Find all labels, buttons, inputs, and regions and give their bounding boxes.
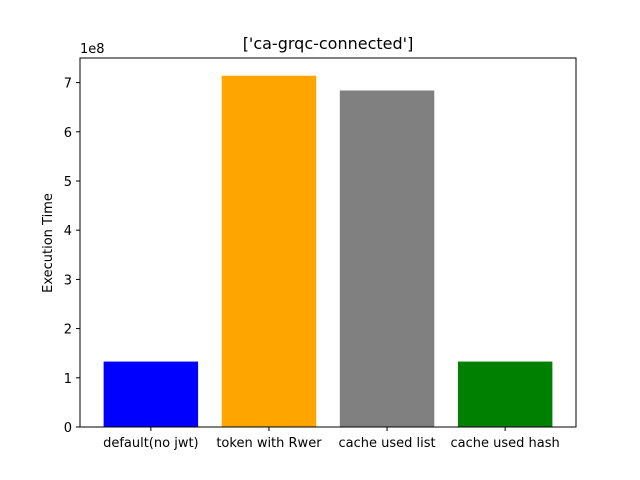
bar-1 [221,75,317,427]
x-tick-label-1: token with Rwer [216,436,322,451]
plot-frame [79,57,577,428]
y-tick-label-4: 4 [64,224,72,239]
chart-title: ['ca-grqc-connected'] [243,34,414,53]
y-tick-label-5: 5 [64,175,72,190]
bar-3 [457,361,553,427]
y-tick-label-0: 0 [64,421,72,436]
y-tick-label-1: 1 [64,372,72,387]
y-tick-label-7: 7 [64,77,72,92]
y-ticks-group: 0 1 2 3 4 5 6 7 [64,77,80,436]
bar-2 [339,90,435,428]
x-tick-label-0: default(no jwt) [103,436,199,451]
y-axis-label: Execution Time [41,193,56,293]
x-tick-label-3: cache used hash [451,436,560,451]
y-tick-label-3: 3 [64,273,72,288]
x-ticks-group: default(no jwt) token with Rwer cache used… [103,427,560,451]
x-tick-label-2: cache used list [338,436,435,451]
bar-0 [103,361,199,427]
y-tick-label-6: 6 [64,126,72,141]
y-tick-label-2: 2 [64,323,72,338]
y-axis-offset-text: 1e8 [80,42,105,57]
bars-group [103,75,553,428]
